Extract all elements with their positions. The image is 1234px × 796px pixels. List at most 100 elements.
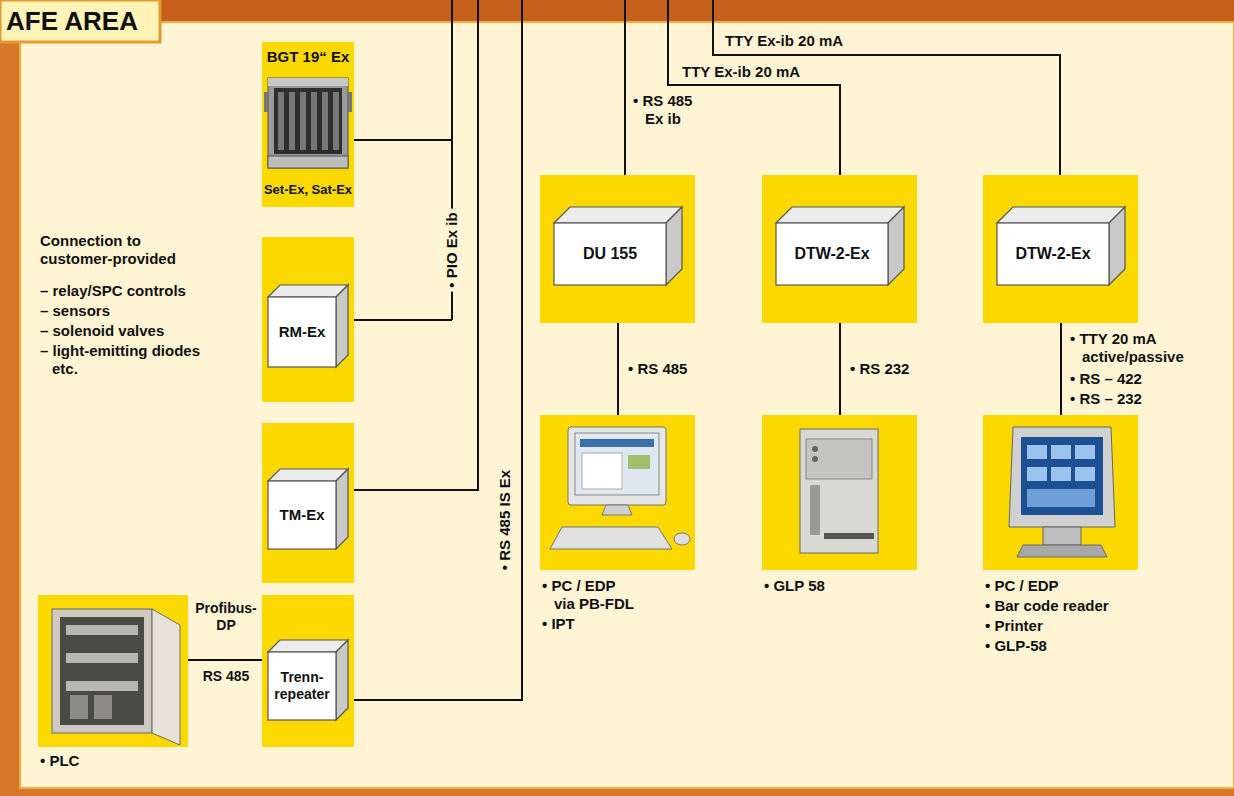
signal-label: – sensors [40,302,220,320]
module-illustration-part [776,207,904,223]
module-box: TM-Ex [262,423,354,583]
signal-label: • RS – 422 [1070,370,1220,388]
repeater-box: Trenn- repeater [262,595,354,747]
device-illustration-part [264,92,268,112]
module-illustration-part [268,652,336,720]
signal-label: Connection to customer-provided [40,232,190,268]
signal-label: • RS 485 Ex ib [633,92,708,128]
device-illustration-part [1027,445,1047,459]
rack-box: BGT 19“ Ex Set-Ex, Sat-Ex [262,42,354,207]
module-illustration-part [336,285,348,367]
text-holder: – solenoid valves [40,322,220,340]
signal-label: TTY Ex-ib 20 mA [682,63,842,81]
device-illustration-part [602,505,632,515]
tty-wire [668,0,840,175]
du-wire [624,0,626,175]
text-holder: • PLC [40,752,188,770]
tty-wire [713,0,1060,175]
text-holder: Set-Ex, Sat-Ex [262,182,354,198]
module-illustration [262,237,354,402]
signal-label: • PIO Ex ib [442,208,462,291]
device-illustration-part [152,609,180,745]
device-illustration-part [70,695,88,719]
pc-box: • PC / EDP via PB-FDL• IPT [540,415,695,570]
device-illustration-part [1009,427,1115,527]
device-illustration-part [1075,445,1095,459]
connector-line [188,659,262,661]
text-holder: RS 485 [190,668,262,685]
device-illustration-part [812,446,818,452]
module-box: RM-Ex [262,237,354,402]
device-illustration-part [322,92,328,150]
device-illustration-part [1051,445,1071,459]
text-holder: • IPT [542,615,662,633]
connector-line [839,323,841,415]
module-illustration-part [776,223,888,285]
device-illustration-part [1021,437,1103,515]
node-label: • PC / EDP [985,577,1185,595]
device-illustration-part [1027,489,1095,507]
node-label: DU 155 [583,244,637,263]
node-note: Set-Ex, Sat-Ex [262,182,354,198]
device-illustration-part [52,609,152,733]
text-holder: • GLP-58 [985,637,1185,655]
device-illustration-part [1051,467,1071,481]
text-holder: • Printer [985,617,1185,635]
plc-box: • PLC [38,595,188,747]
module-illustration-part [268,297,336,367]
module-illustration-part [268,640,348,652]
signal-label: • RS 232 [850,360,950,378]
device-box: DTW-2-Ex [983,175,1138,323]
device-illustration [983,415,1138,570]
module-illustration [262,423,354,583]
node-note: • Printer [985,617,1185,635]
device-illustration-part [824,533,874,539]
bus-wires [354,0,1060,700]
module-illustration-part [997,207,1125,223]
device-illustration-part [628,455,650,469]
device-illustration-part [1075,467,1095,481]
device-illustration-part [810,485,820,535]
device-illustration-part [94,695,112,719]
node-label: DTW-2-Ex [794,244,869,263]
tm-wire [354,0,478,490]
device-illustration-part [311,92,317,150]
node-note: • GLP-58 [985,637,1185,655]
module-illustration-part [268,469,348,481]
device-illustration-part [1017,545,1107,557]
text-holder: DU 155 [554,223,666,285]
rs485-is-wire [354,0,522,700]
device-illustration-part [268,78,348,168]
device-illustration [38,595,188,747]
module-illustration-part [268,285,348,297]
device-illustration-part [580,439,654,447]
node-label: • PLC [40,752,188,770]
module-illustration-part [888,207,904,285]
text-holder: • RS 485 [628,360,728,378]
text-holder: • RS – 422 [1070,370,1220,388]
text-holder: • PC / EDP via PB-FDL [542,577,639,613]
signal-label: – light-emitting diodes etc. [40,342,215,378]
module-illustration-part [336,640,348,720]
module-illustration-part [1109,207,1125,285]
device-illustration-part [300,92,306,150]
text-holder: Connection to customer-provided [40,232,190,268]
device-illustration-part [568,427,666,505]
node-label: BGT 19“ Ex [262,48,354,66]
text-holder: • TTY 20 mA active/passive [1070,330,1220,366]
device-illustration [540,415,695,570]
node-label: • PC / EDP via PB-FDL [542,577,639,613]
device-illustration-part [66,681,138,691]
text-holder: Profibus- DP [190,600,262,634]
node-label: TM-Ex [280,506,325,524]
device-illustration-part [289,92,295,150]
text-holder: • Bar code reader [985,597,1185,615]
signal-label: • RS – 232 [1070,390,1220,408]
device-illustration-part [66,625,138,635]
text-holder: DTW-2-Ex [997,223,1109,285]
node-label: DTW-2-Ex [1015,244,1090,263]
signal-label: • TTY 20 mA active/passive [1070,330,1220,366]
module-illustration-part [666,207,682,285]
